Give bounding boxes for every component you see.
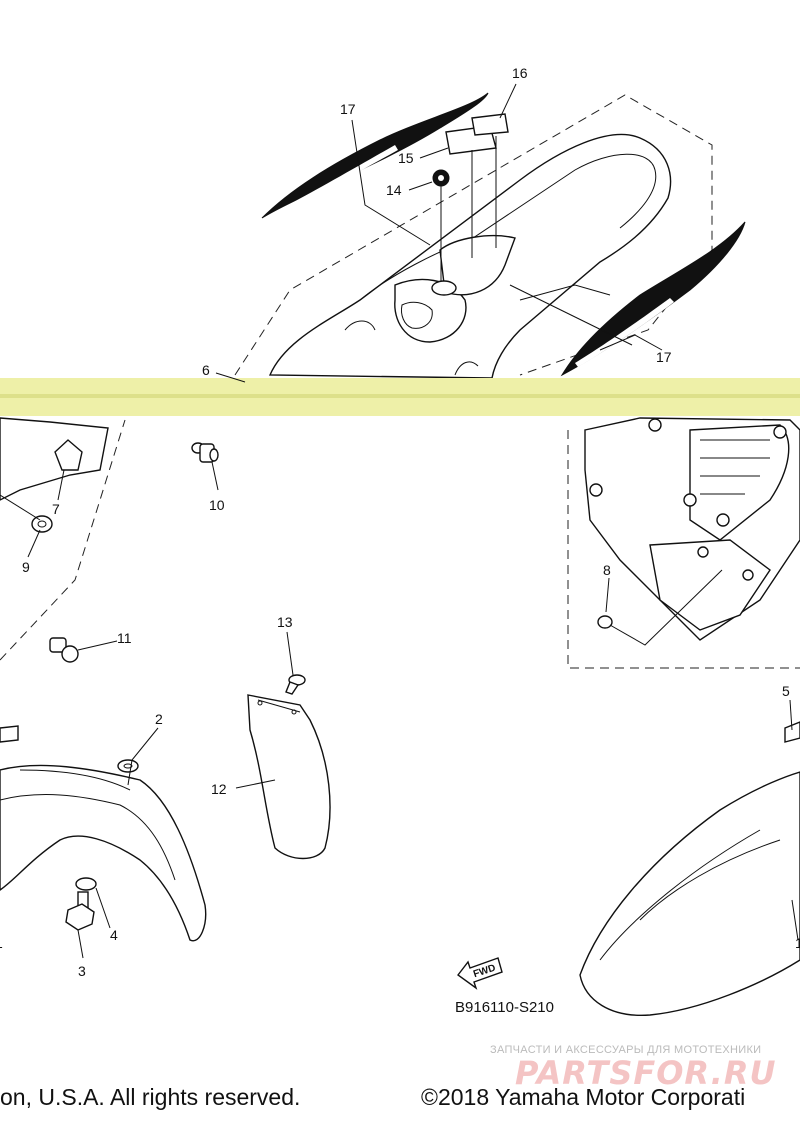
mud-flap-12 [247,694,331,860]
copyright-right: ©2018 Yamaha Motor Corporati [421,1084,746,1110]
washer-2 [117,759,139,773]
watermark-logo: PARTSFOR.RU [515,1054,777,1092]
callout-3: 3 [78,963,86,979]
callout-17-upper: 17 [340,101,356,117]
tuning-fork-emblem [432,169,450,187]
callout-8: 8 [603,562,611,578]
callout-2: 2 [155,711,163,727]
callout-11: 11 [117,630,132,646]
watermark-caption: ЗАПЧАСТИ И АКСЕССУАРЫ ДЛЯ МОТОТЕХНИКИ [490,1044,762,1056]
decal-right [560,221,746,377]
bolt-11 [49,637,79,663]
callout-6: 6 [202,362,210,378]
washer-4 [75,877,97,891]
rear-fender-dashed-outline [234,94,713,376]
callout-17-right: 17 [656,349,672,365]
bolt-3 [65,891,95,931]
left-side-panel [0,417,109,501]
side-cover-dashed-outline [567,430,800,669]
rear-fender [268,133,672,379]
fwd-arrow: FWD [457,957,503,990]
callout-5: 5 [782,683,790,699]
side-cover [584,417,800,641]
callout-4: 4 [110,927,118,943]
copyright-left: on, U.S.A. All rights reserved. [0,1084,301,1110]
scan-band-line [0,394,800,398]
decal-upper-left [261,92,489,219]
diagram-code: B916110-S210 [455,999,554,1016]
collar-8 [597,615,613,629]
clip-7 [54,439,83,471]
screw-13 [285,674,306,695]
callout-9: 9 [22,559,30,575]
callout-1-right: 1 [795,935,800,951]
grommet-9 [31,515,53,533]
callout-7: 7 [52,501,60,517]
left-panel-dashed-outline [0,419,126,661]
emblem-16 [471,113,509,136]
callout-1-left: 1 [0,935,3,951]
callout-12: 12 [211,781,227,797]
front-fender-left [0,725,207,942]
leader-lines [0,83,799,959]
callout-10: 10 [209,497,225,513]
front-fender-right [579,721,800,1016]
bolt-10 [191,442,219,463]
callout-16: 16 [512,65,528,81]
callout-15: 15 [398,150,414,166]
callout-13: 13 [277,614,293,630]
callout-14: 14 [386,182,402,198]
